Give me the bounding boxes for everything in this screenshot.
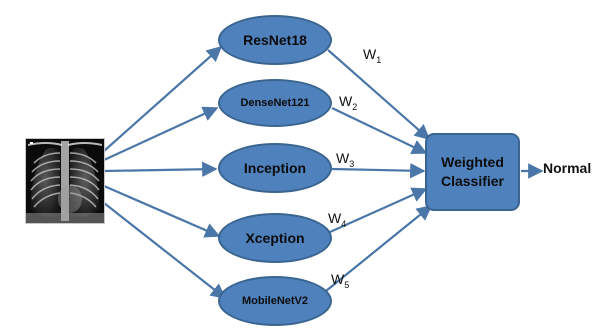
weight-label-w2: W2 bbox=[339, 93, 357, 112]
weight-label-w3: W3 bbox=[336, 150, 354, 169]
weight-index: 4 bbox=[341, 218, 347, 229]
output-label-normal: Normal bbox=[543, 160, 592, 176]
chest-xray-image bbox=[25, 138, 105, 224]
arrow-input-to-xception bbox=[103, 184, 221, 238]
weight-index: 3 bbox=[349, 158, 355, 169]
weight-index: 1 bbox=[376, 54, 382, 65]
arrow-input-to-resnet18 bbox=[103, 45, 223, 152]
weight-index: 5 bbox=[344, 279, 350, 290]
model-node-resnet18: ResNet18 bbox=[218, 15, 332, 65]
weight-label-w1: W1 bbox=[363, 46, 381, 65]
chest-xray-icon bbox=[26, 139, 104, 223]
arrow-inception-to-classifier bbox=[331, 163, 426, 179]
model-label-densenet121: DenseNet121 bbox=[240, 97, 310, 109]
weight-letter: W bbox=[363, 46, 377, 62]
weighted-classifier-box: Weighted Classifier bbox=[425, 133, 520, 211]
arrow-xception-to-classifier bbox=[329, 187, 428, 234]
weight-letter: W bbox=[328, 210, 342, 226]
model-label-xception: Xception bbox=[245, 230, 305, 246]
model-node-mobilenetv2: MobileNetV2 bbox=[218, 276, 332, 326]
weight-letter: W bbox=[331, 271, 345, 287]
classifier-label-line1: Weighted bbox=[441, 154, 504, 170]
model-label-resnet18: ResNet18 bbox=[243, 32, 307, 48]
arrow-resnet18-to-classifier bbox=[327, 49, 431, 141]
input-to-model-arrows bbox=[103, 45, 227, 299]
arrow-mobilenetv2-to-classifier bbox=[325, 205, 433, 292]
arrow-input-to-mobilenetv2 bbox=[103, 202, 227, 299]
weight-index: 2 bbox=[352, 101, 358, 112]
weight-letter: W bbox=[336, 150, 350, 166]
classifier-label-line2: Classifier bbox=[440, 173, 505, 189]
arrow-input-to-densenet121 bbox=[103, 106, 219, 161]
weight-letter: W bbox=[339, 93, 353, 109]
model-label-inception: Inception bbox=[243, 160, 307, 176]
arrow-densenet121-to-classifier bbox=[331, 107, 428, 154]
model-to-classifier-arrows bbox=[325, 49, 433, 292]
model-label-mobilenetv2: MobileNetV2 bbox=[241, 295, 308, 307]
model-node-inception: Inception bbox=[218, 143, 332, 193]
model-node-densenet121: DenseNet121 bbox=[218, 79, 332, 127]
weight-label-w4: W4 bbox=[328, 210, 346, 229]
weight-label-w5: W5 bbox=[331, 271, 349, 290]
arrow-input-to-inception bbox=[103, 161, 218, 177]
model-node-xception: Xception bbox=[218, 213, 332, 263]
